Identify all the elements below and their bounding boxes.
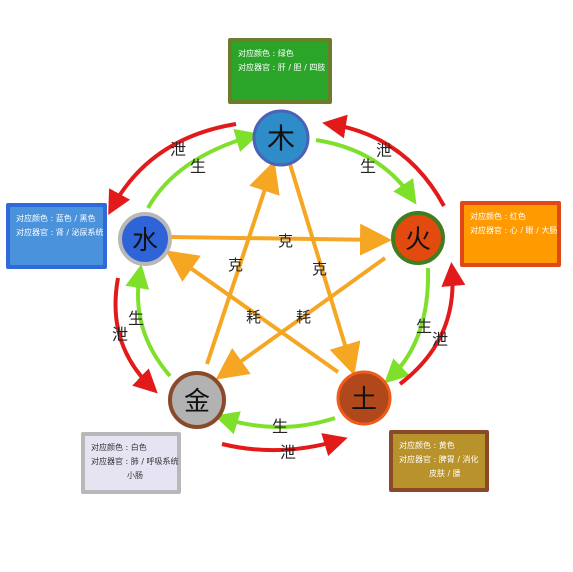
element-wood: 木	[252, 109, 310, 167]
cycle-labels: 泄 生 泄 生 生 泄 生 泄 泄 生	[112, 140, 448, 462]
element-metal: 金	[168, 371, 226, 429]
xie-label-bottom: 泄	[280, 443, 296, 462]
ke-label-left: 克	[228, 256, 243, 274]
earth-glyph: 土	[351, 385, 377, 415]
sheng-label-left: 生	[128, 309, 144, 328]
ke-label-top: 克	[278, 232, 293, 250]
wood-circle	[252, 109, 310, 167]
sheng-label-right: 生	[416, 317, 432, 336]
xie-arrows	[108, 114, 466, 457]
earth-organ-line-2: 皮肤 / 腰	[429, 469, 461, 478]
hao-label-right: 耗	[296, 308, 311, 326]
metal-info-box: 对应颜色 : 白色 对应器官 : 肺 / 呼吸系统 小肠	[81, 432, 181, 494]
xie-arrow-earth-fire	[398, 262, 466, 386]
ke-arrow-earth-water	[165, 250, 340, 374]
ke-labels: 克 克 克 耗 耗	[228, 232, 327, 326]
metal-circle	[168, 371, 226, 429]
water-glyph: 水	[132, 226, 158, 256]
metal-glyph: 金	[184, 387, 210, 417]
water-circle	[118, 212, 172, 266]
metal-organ-line-2: 小肠	[127, 471, 143, 480]
sheng-arrow-water-wood	[146, 128, 260, 209]
metal-organ-line: 对应器官 : 肺 / 呼吸系统	[91, 457, 179, 466]
ke-arrow-metal-wood	[205, 160, 280, 365]
xie-label-right: 泄	[432, 330, 448, 349]
xie-label-topright: 泄	[376, 141, 392, 160]
wood-organ-line: 对应器官 : 肝 / 胆 / 四肢	[238, 63, 326, 72]
hao-label-left: 耗	[246, 308, 261, 326]
ke-arrow-wood-earth	[288, 163, 361, 376]
sheng-arrow-fire-earth	[384, 267, 431, 384]
sheng-label-bottom: 生	[272, 417, 288, 436]
xie-arrow-fire-wood	[322, 114, 446, 207]
sheng-label-topleft: 生	[190, 157, 206, 176]
wood-glyph: 木	[267, 122, 295, 155]
wood-color-line: 对应颜色 : 绿色	[238, 49, 294, 58]
xie-label-left: 泄	[112, 325, 128, 344]
earth-organ-line: 对应器官 : 脾胃 / 消化	[399, 455, 479, 464]
earth-info-box: 对应颜色 : 黄色 对应器官 : 脾胃 / 消化 皮肤 / 腰	[389, 430, 489, 492]
earth-circle	[336, 370, 392, 426]
metal-color-line: 对应颜色 : 白色	[91, 443, 147, 452]
fire-circle	[391, 211, 445, 265]
element-water: 水	[118, 212, 172, 266]
earth-color-line: 对应颜色 : 黄色	[399, 441, 455, 450]
sheng-label-topright: 生	[360, 157, 376, 176]
water-color-line: 对应颜色 : 蓝色 / 黑色	[16, 214, 96, 223]
wood-info-box: 对应颜色 : 绿色 对应器官 : 肝 / 胆 / 四肢	[228, 38, 332, 104]
water-organ-line: 对应器官 : 肾 / 泌尿系统	[16, 228, 104, 237]
ke-label-right: 克	[312, 260, 327, 278]
fire-info-box: 对应颜色 : 红色 对应器官 : 心 / 眼 / 大肠	[460, 201, 561, 267]
xie-arrow-wood-water	[108, 122, 237, 216]
ke-arrows	[165, 160, 392, 380]
element-fire: 火	[391, 211, 445, 265]
sheng-arrow-wood-fire	[315, 138, 417, 205]
xie-arrow-metal-earth	[221, 433, 348, 457]
xie-label-topleft: 泄	[170, 140, 186, 159]
fire-color-line: 对应颜色 : 红色	[470, 212, 526, 221]
ke-arrow-fire-metal	[215, 256, 387, 380]
sheng-arrows	[125, 128, 431, 435]
ke-arrow-water-fire	[169, 223, 392, 256]
sheng-arrow-metal-water	[125, 264, 172, 378]
water-info-box: 对应颜色 : 蓝色 / 黑色 对应器官 : 肾 / 泌尿系统	[6, 203, 107, 269]
fire-organ-line: 对应器官 : 心 / 眼 / 大肠	[470, 226, 558, 235]
element-earth: 土	[336, 370, 392, 426]
fire-glyph: 火	[405, 225, 431, 255]
xie-arrow-water-metal	[113, 277, 158, 394]
sheng-arrow-earth-metal	[214, 411, 336, 435]
